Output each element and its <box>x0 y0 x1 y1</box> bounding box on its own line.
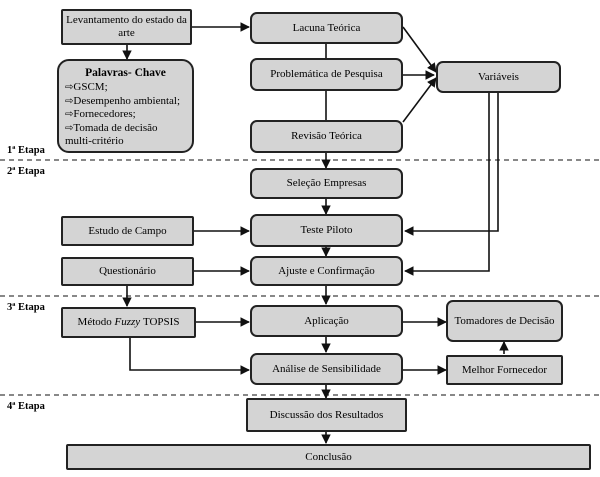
topsis-label: TOPSIS <box>142 316 180 328</box>
box-selecao-empresas: Seleção Empresas <box>250 168 403 199</box>
arrow <box>402 26 437 73</box>
keyword-item: ⇨Fornecedores; <box>65 108 136 122</box>
box-estudo-campo: Estudo de Campo <box>61 216 194 246</box>
keyword-text: Tomada de decisão multi-critério <box>65 121 158 148</box>
box-lacuna-teorica: Lacuna Teórica <box>250 12 403 44</box>
box-revisao-teorica: Revisão Teórica <box>250 120 403 153</box>
keyword-item: ⇨GSCM; <box>65 81 108 95</box>
stage-1-label: 1ª Etapa <box>7 145 45 156</box>
keyword-item: ⇨Desempenho ambiental; <box>65 95 180 109</box>
box-analise-sensibilidade: Análise de Sensibilidade <box>250 353 403 385</box>
arrow-right-icon: ⇨ <box>65 95 74 107</box>
stage-2-label: 2ª Etapa <box>7 166 45 177</box>
arrow-right-icon: ⇨ <box>65 122 74 134</box>
stage-3-label: 3ª Etapa <box>7 302 45 313</box>
keyword-text: Desempenho ambiental; <box>73 94 180 107</box>
box-ajuste-confirmacao: Ajuste e Confirmação <box>250 256 403 286</box>
box-levantamento: Levantamento do estado da arte <box>61 9 192 45</box>
arrow <box>404 93 499 236</box>
keyword-text: GSCM; <box>73 81 108 93</box>
arrow <box>402 77 437 123</box>
stage-4-label: 4ª Etapa <box>7 401 45 412</box>
metodo-label: Método <box>77 316 112 328</box>
box-metodo-fuzzy-topsis: Método Fuzzy TOPSIS <box>61 307 196 338</box>
box-variaveis: Variáveis <box>436 61 561 93</box>
keyword-item: ⇨Tomada de decisão multi-critério <box>65 122 186 148</box>
box-teste-piloto: Teste Piloto <box>250 214 403 247</box>
box-palavras-chave: Palavras- Chave ⇨GSCM; ⇨Desempenho ambie… <box>57 59 194 153</box>
box-conclusao: Conclusão <box>66 444 591 470</box>
keywords-title: Palavras- Chave <box>85 67 166 79</box>
box-problematica: Problemática de Pesquisa <box>250 58 403 91</box>
box-discussao-resultados: Discussão dos Resultados <box>246 398 407 432</box>
arrow-right-icon: ⇨ <box>65 109 74 120</box>
arrow-right-icon: ⇨ <box>65 82 74 93</box>
arrow <box>129 338 250 375</box>
keyword-text: Fornecedores; <box>73 108 136 120</box>
box-questionario: Questionário <box>61 257 194 286</box>
box-melhor-fornecedor: Melhor Fornecedor <box>446 355 563 385</box>
box-aplicacao: Aplicação <box>250 305 403 337</box>
arrow <box>404 93 490 276</box>
fuzzy-label: Fuzzy <box>114 316 141 328</box>
box-tomadores-decisao: Tomadores de Decisão <box>446 300 563 342</box>
